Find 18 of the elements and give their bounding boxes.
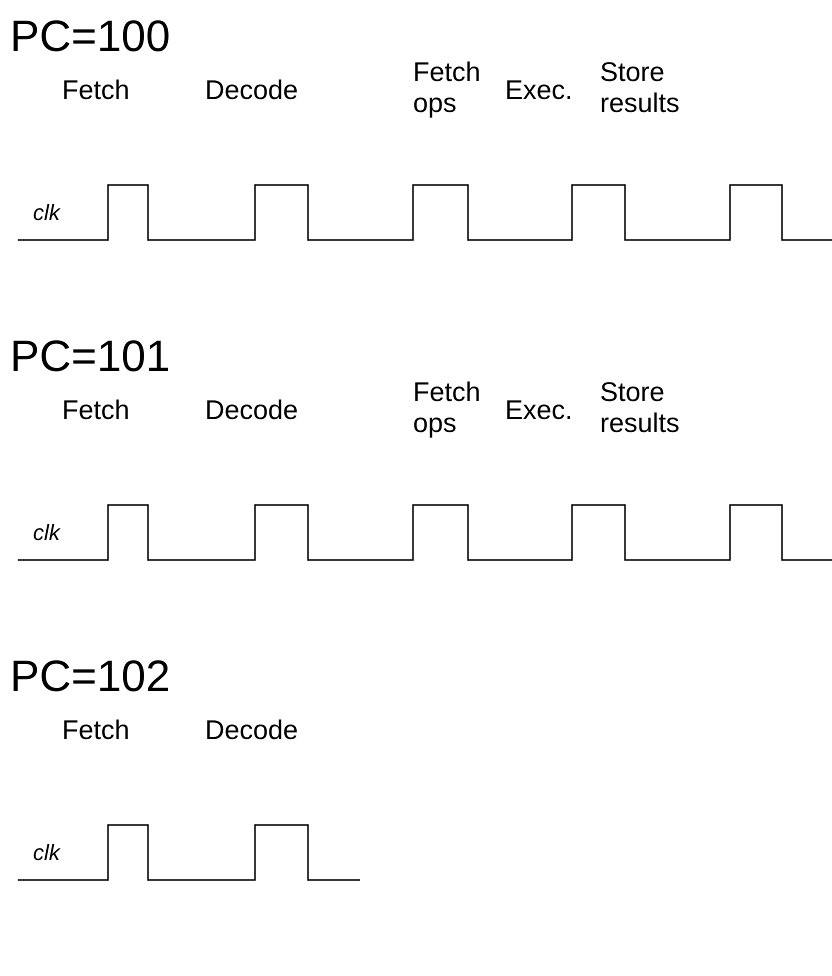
stage-label: Fetch <box>62 395 130 426</box>
stage-label: Store results <box>600 57 681 120</box>
stage-label: Decode <box>205 715 298 746</box>
stage-label: Store results <box>600 377 681 440</box>
program-counter-label: PC=102 <box>10 652 170 703</box>
clock-label: clk <box>33 840 60 866</box>
stage-label: Decode <box>205 75 298 106</box>
program-counter-label: PC=101 <box>10 332 170 383</box>
stage-label: Decode <box>205 395 298 426</box>
stage-label: Fetch ops <box>413 377 482 440</box>
stage-label: Exec. <box>505 75 573 106</box>
clock-label: clk <box>33 200 60 226</box>
stage-label: Fetch <box>62 75 130 106</box>
clock-label: clk <box>33 520 60 546</box>
stage-label: Fetch ops <box>413 57 482 120</box>
stage-label: Exec. <box>505 395 573 426</box>
program-counter-label: PC=100 <box>10 12 170 63</box>
stage-label: Fetch <box>62 715 130 746</box>
